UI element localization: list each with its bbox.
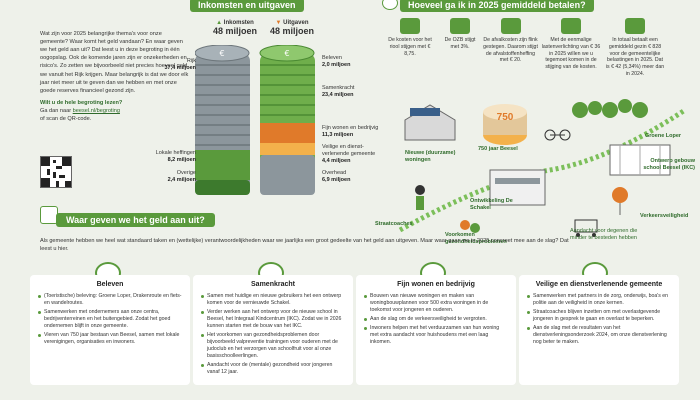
average-item: Met de eenmalige lastenverlichting van €… [541, 18, 601, 71]
uitgaven-total: ▼ Uitgaven 48 miljoen [262, 20, 322, 36]
card-item: Vieren van 750 jaar bestaan van Beesel, … [38, 332, 182, 346]
average-item: De OZB stijgt met 3%. [440, 18, 480, 51]
begroting-link[interactable]: beesel.nl/begroting [72, 107, 120, 114]
fruit-icon [460, 220, 480, 233]
intro-scan: of scan de QR-code. [40, 116, 92, 123]
card-beleven: Beleven (Toeristische) beleving: Groene … [30, 275, 190, 385]
badge-750: 750 [497, 112, 514, 123]
tree-icon [572, 99, 648, 118]
card-veilige-gemeente: Veilige en dienstverlenende gemeente Sam… [519, 275, 679, 385]
section2-title: Waar geven we het geld aan uit? [56, 213, 215, 227]
trash-bin-icon [500, 18, 521, 34]
card-item: Samenwerken met partners in de zorg, ond… [527, 293, 671, 307]
map-label-aandacht: Aandacht voor degenen die minder te best… [570, 228, 638, 241]
card-fijn-wonen: Fijn wonen en bedrijvig Bouwen van nieuw… [356, 275, 516, 385]
building-icon [489, 169, 546, 206]
traffic-sign-icon [612, 187, 628, 215]
calculator-icon [561, 18, 581, 34]
intro-paragraph: Wat zijn voor 2025 belangrijke thema's v… [40, 31, 189, 94]
qr-code[interactable] [40, 156, 72, 188]
euro-coin-icon: € [219, 49, 224, 58]
average-item: De kosten voor het riool stijgen met € 8… [385, 18, 435, 57]
card-title: Samenkracht [251, 281, 295, 288]
average-item: In totaal betaalt een gemiddeld gezin € … [605, 18, 665, 78]
card-title: Beleven [96, 281, 124, 288]
house-icon [450, 18, 470, 34]
riool-icon [400, 18, 420, 34]
average-item: De afvalkosten zijn flink gestegen. Daar… [483, 18, 538, 64]
intro-goto: Ga dan naar [40, 107, 72, 114]
map-label-nieuwe-woningen: Nieuwe (duurzame) woningen [405, 150, 456, 163]
card-samenkracht: Samenkracht Samen met huidige en nieuwe … [193, 275, 353, 385]
card-item: Aan de slag met de resultaten van het di… [527, 325, 671, 346]
school-building-icon [609, 144, 671, 176]
qr-code-icon [41, 157, 71, 187]
euro-coin-icon: € [284, 49, 289, 58]
map-label-verkeersveiligheid: Verkeersveiligheid [640, 213, 689, 219]
map-label-de-schakel: Ontwikkeling De Schakel [470, 198, 513, 211]
money-icon [382, 0, 398, 10]
house-icon [404, 104, 456, 141]
inkomsten-total: ▲ Inkomsten 48 miljoen [205, 20, 265, 36]
card-item: Het voorkomen van gezondheidsproblemen d… [201, 332, 345, 360]
map-illustration: 750 [398, 99, 687, 237]
header-gemiddeld: Hoeveel ga ik in 2025 gemiddeld betalen? [400, 0, 594, 12]
income-stack: € [195, 45, 250, 195]
person-icon [415, 185, 425, 210]
card-item: Inwoners helpen met het verduurzamen van… [364, 325, 508, 346]
bicycle-icon [544, 129, 571, 141]
map-label-750-jaar: 750 jaar Beesel [478, 146, 518, 152]
intro-question: Wilt u de hele begroting lezen? [40, 99, 123, 106]
inkomsten-label: Inkomsten [223, 20, 254, 26]
card-item: (Toeristische) beleving: Groene Loper, D… [38, 293, 182, 307]
card-item: Aan de slag om de verkeersveiligheid te … [364, 316, 508, 323]
card-title: Fijn wonen en bedrijvig [397, 281, 475, 288]
uitgaven-value: 48 miljoen [269, 26, 314, 36]
wallet-icon [625, 18, 645, 34]
cake-icon [483, 104, 527, 145]
expense-stack: € [259, 45, 315, 195]
card-item: Aandacht voor de (mentale) gezondheid vo… [201, 362, 345, 376]
card-item: Verder werken aan het ontwerp voor de ni… [201, 309, 345, 330]
card-item: Samen met huidige en nieuwe gebruikers h… [201, 293, 345, 307]
map-label-straatcoaches: Straatcoaches [375, 221, 413, 227]
card-title: Veilige en dienstverlenende gemeente [535, 281, 663, 288]
card-item: Bouwen van nieuwe woningen en maken van … [364, 293, 508, 314]
map-label-voorkomen: Voorkomen gezondheidsproblemen [445, 232, 507, 245]
section2-text: Als gemeente hebben we heel wat standaar… [40, 238, 569, 252]
uitgaven-label: Uitgaven [283, 20, 309, 26]
header-inkomsten-uitgaven: Inkomsten en uitgaven [190, 0, 304, 12]
shopping-cart-icon [574, 219, 598, 237]
inkomsten-value: 48 miljoen [212, 26, 257, 36]
map-label-groene-loper: Groene Loper [645, 133, 682, 139]
card-item: Samenwerken met ondernemers aan onze cen… [38, 309, 182, 330]
card-item: Straatcoaches blijven inzetten om met ov… [527, 309, 671, 323]
map-label-ontwerp-school: Ontwerp gebouw school Beesel (IKC) [643, 158, 695, 171]
coin-stacks: € € [195, 45, 315, 195]
intro-text: Wat zijn voor 2025 belangrijke thema's v… [40, 30, 190, 127]
